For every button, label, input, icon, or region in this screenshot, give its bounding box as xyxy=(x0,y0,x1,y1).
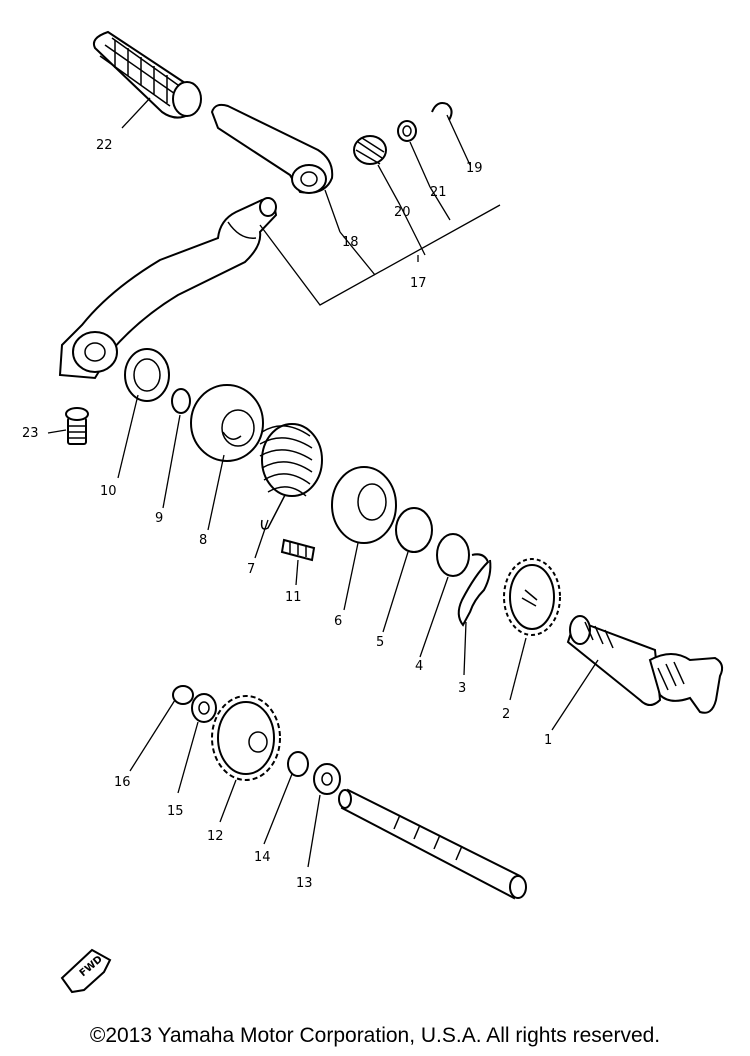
part-washer-13 xyxy=(313,763,341,795)
callout-11: 11 xyxy=(285,590,302,605)
callout-4: 4 xyxy=(415,659,423,674)
callout-6: 6 xyxy=(334,614,342,629)
part-plate-washer xyxy=(331,466,397,544)
part-ball xyxy=(353,135,387,165)
callout-15: 15 xyxy=(167,804,184,819)
callout-9: 9 xyxy=(155,511,163,526)
callout-5: 5 xyxy=(376,635,384,650)
callout-2: 2 xyxy=(502,707,510,722)
leader-lines xyxy=(47,97,599,868)
part-kick-gear xyxy=(503,558,561,636)
part-kick-arm xyxy=(210,103,334,194)
part-idler-shaft xyxy=(338,788,527,900)
part-grip-rubber xyxy=(92,30,202,119)
callout-17: 17 xyxy=(410,276,427,291)
copyright-text: ©2013 Yamaha Motor Corporation, U.S.A. A… xyxy=(89,1024,661,1047)
part-kick-crank xyxy=(58,197,278,380)
callout-18: 18 xyxy=(342,235,359,250)
part-clip xyxy=(457,553,492,627)
callout-19: 19 xyxy=(466,161,483,176)
callout-12: 12 xyxy=(207,829,224,844)
callout-16: 16 xyxy=(114,775,131,790)
callout-14: 14 xyxy=(254,850,271,865)
callout-1: 1 xyxy=(544,733,552,748)
part-kick-axle xyxy=(566,615,724,714)
callout-21: 21 xyxy=(430,185,447,200)
fwd-arrow-icon: FWD xyxy=(60,948,112,994)
part-circlip-5 xyxy=(395,507,433,553)
part-circlip-16 xyxy=(172,685,194,705)
callout-8: 8 xyxy=(199,533,207,548)
callout-22: 22 xyxy=(96,138,113,153)
part-torsion-spring xyxy=(259,423,323,530)
callout-3: 3 xyxy=(458,681,466,696)
part-washer-21 xyxy=(397,120,417,142)
callout-23: 23 xyxy=(22,426,39,441)
part-pin xyxy=(280,538,316,562)
part-circlip-9 xyxy=(171,388,191,414)
part-idler-gear xyxy=(211,695,281,781)
part-spring-guide xyxy=(190,384,264,462)
part-bushing-14 xyxy=(287,751,309,777)
part-washer-4 xyxy=(436,533,470,577)
callout-10: 10 xyxy=(100,484,117,499)
part-bolt xyxy=(65,407,89,445)
callout-numbers: 1 2 3 4 5 6 7 8 9 10 11 12 13 14 15 16 1… xyxy=(22,138,552,891)
part-washer-15 xyxy=(191,693,217,723)
part-oil-seal xyxy=(124,348,170,402)
callout-7: 7 xyxy=(247,562,255,577)
callout-20: 20 xyxy=(394,205,411,220)
callout-13: 13 xyxy=(296,876,313,891)
